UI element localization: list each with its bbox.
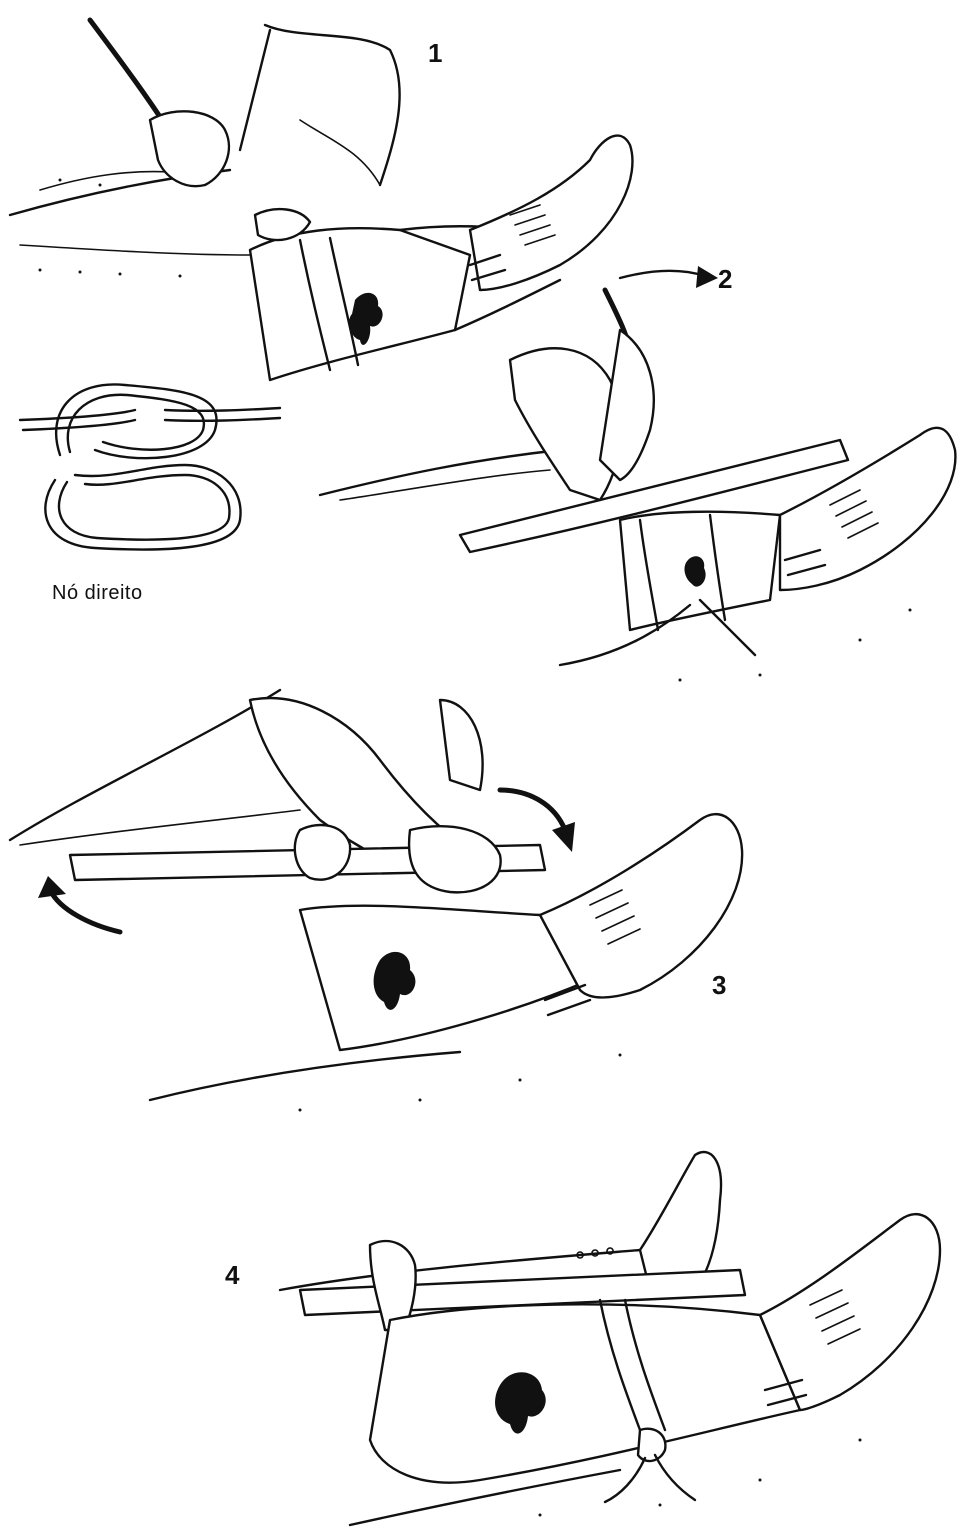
panel-4-drawing: [240, 1140, 964, 1532]
step-4-label: 4: [225, 1262, 239, 1288]
panel-2-drawing: [300, 260, 964, 690]
curved-arrow-icon: [696, 266, 718, 288]
step-2-label: 2: [718, 266, 732, 292]
square-knot-diagram: [15, 370, 295, 570]
step-1-label: 1: [428, 40, 442, 66]
panel-3-drawing: [0, 680, 760, 1130]
knot-caption: Nó direito: [52, 582, 143, 605]
step-3-label: 3: [712, 972, 726, 998]
